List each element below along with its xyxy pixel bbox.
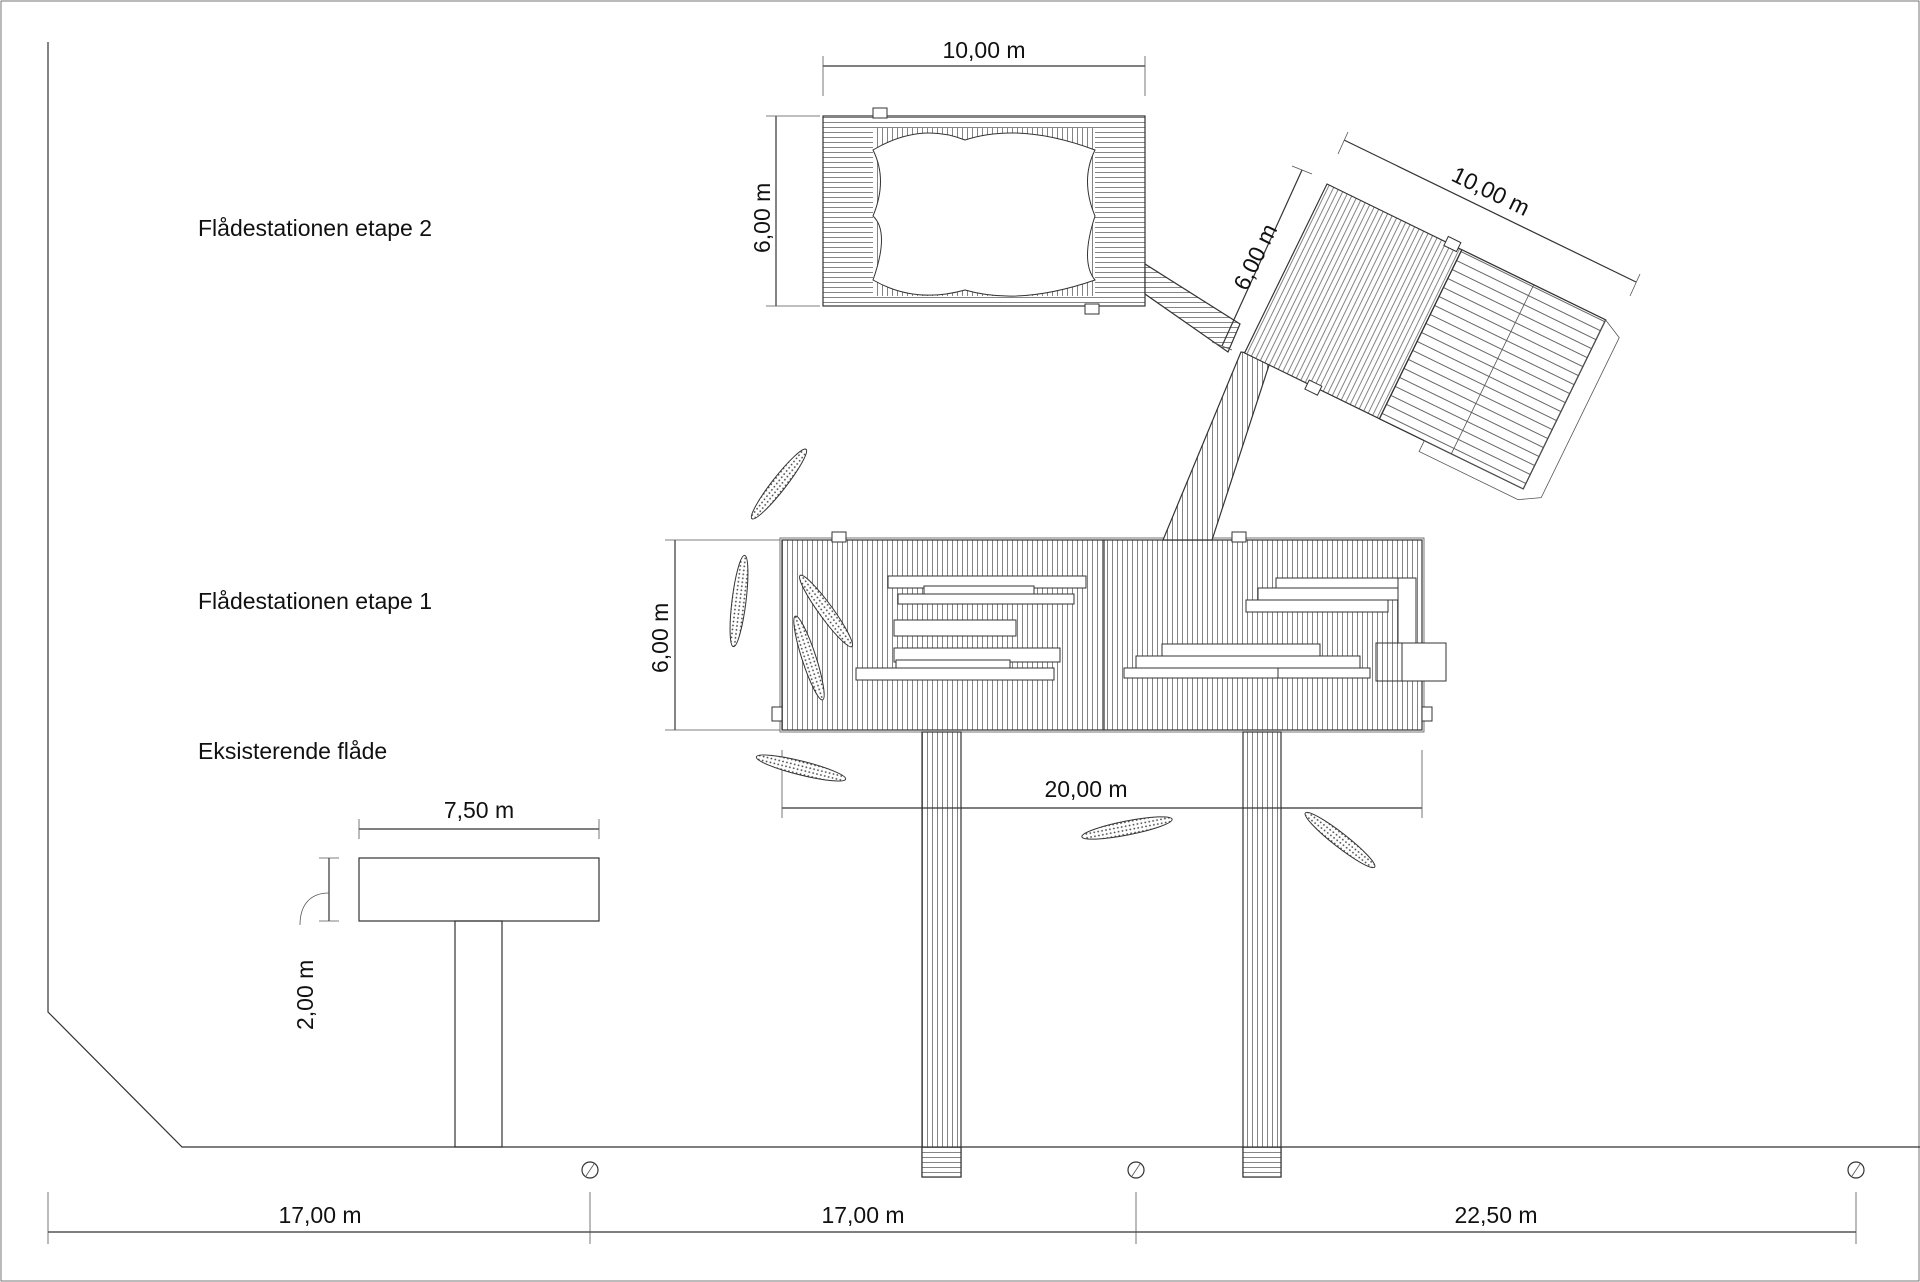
stage-2-depth-dimension: 6,00 m — [749, 183, 775, 253]
baseline-dimension-3: 22,50 m — [1454, 1202, 1537, 1228]
baseline-markers — [581, 1161, 1865, 1179]
stage-1-depth-dimension: 6,00 m — [647, 603, 673, 673]
baseline-dimension-2: 17,00 m — [821, 1202, 904, 1228]
existing-depth-dimension: 2,00 m — [292, 960, 318, 1030]
baseline-dimension: 17,00 m 17,00 m 22,50 m — [47, 1192, 1857, 1244]
stage-2-angled-depth-dimension: 6,00 m — [1228, 220, 1282, 295]
connecting-walkways — [1144, 262, 1273, 541]
existing-width-dimension: 7,50 m — [444, 797, 514, 823]
stage-2-width-dimension: 10,00 m — [942, 37, 1025, 63]
stage-1-raft: 20,00 m 6,00 m — [647, 531, 1447, 1178]
stage-2-angled-raft — [1243, 183, 1620, 501]
stage-1-width-dimension: 20,00 m — [1044, 776, 1127, 802]
label-existing-raft: Eksisterende flåde — [198, 738, 387, 764]
label-stage-1: Flådestationen etape 1 — [198, 588, 432, 614]
kayaks — [729, 448, 1376, 869]
baseline-dimension-1: 17,00 m — [278, 1202, 361, 1228]
stage-2-raft: 10,00 m 6,00 m — [749, 37, 1146, 315]
shoreline — [47, 42, 1920, 1148]
existing-raft: 7,50 m 2,00 m — [292, 797, 600, 1148]
label-stage-2: Flådestationen etape 2 — [198, 215, 432, 241]
